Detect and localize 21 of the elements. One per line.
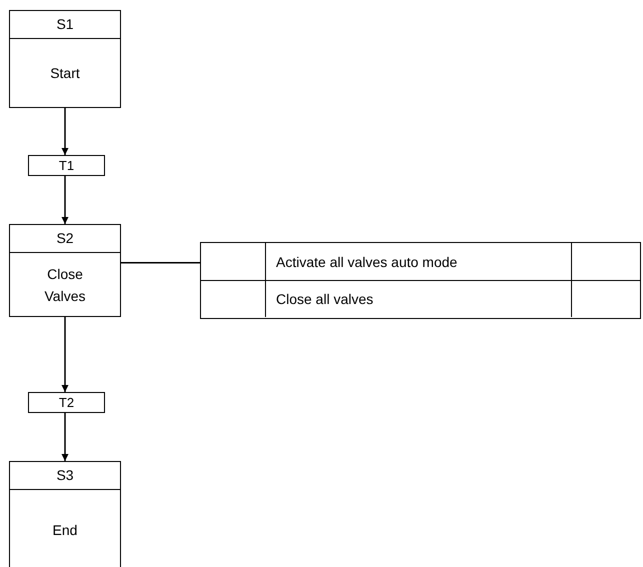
arrow xyxy=(62,317,68,392)
connector-line xyxy=(121,262,200,264)
transition-label: T1 xyxy=(58,158,74,173)
step-box xyxy=(9,10,121,108)
action-text: Close all valves xyxy=(276,291,374,307)
arrow xyxy=(62,108,68,155)
action-text: Activate all valves auto mode xyxy=(276,254,458,270)
arrow xyxy=(62,176,68,224)
action-table xyxy=(200,242,641,319)
transition-box xyxy=(28,155,105,176)
step-number: S1 xyxy=(56,16,74,32)
step-box xyxy=(9,461,121,567)
step-box xyxy=(9,224,121,317)
arrow xyxy=(62,413,68,461)
step-name: End xyxy=(52,521,78,540)
step-number: S2 xyxy=(56,230,74,246)
step-name: Close Valves xyxy=(44,264,86,306)
transition-box xyxy=(28,392,105,413)
step-number: S3 xyxy=(56,467,74,483)
step-name: Start xyxy=(49,64,81,83)
transition-label: T2 xyxy=(58,395,74,410)
